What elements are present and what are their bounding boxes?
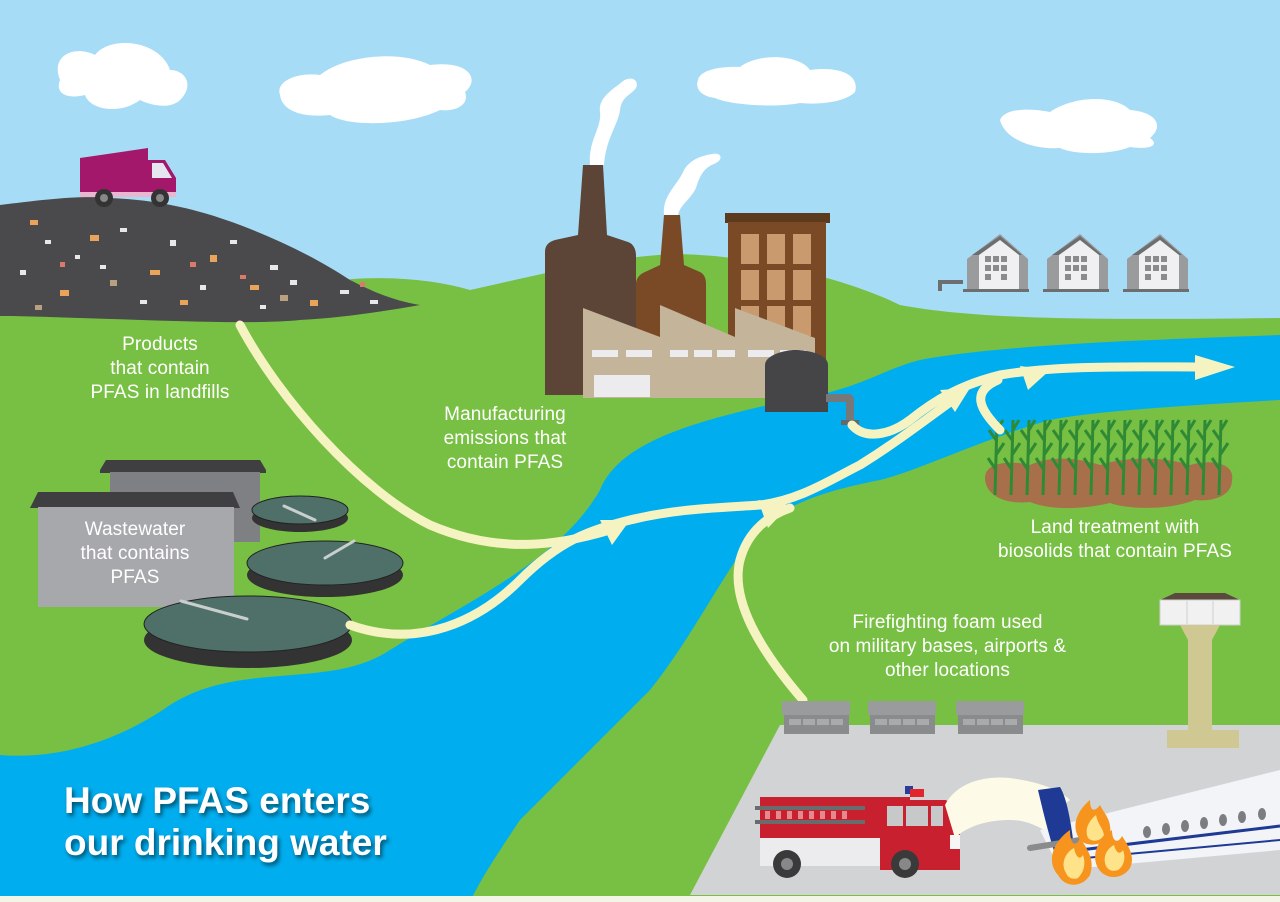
manufacturing-label-line: Manufacturing <box>444 404 566 425</box>
fire-truck-icon <box>755 786 960 878</box>
crop-stalk <box>1210 419 1230 496</box>
manufacturing-label: Manufacturing emissions that contain PFA… <box>405 403 605 475</box>
crop-stalk <box>1066 419 1086 496</box>
crop-stalk <box>1082 419 1102 496</box>
crop-stalk <box>1002 419 1022 496</box>
cloud-icon <box>1000 98 1158 154</box>
crop-stalk <box>1146 419 1166 496</box>
wastewater-label: Wastewater that contains PFAS <box>40 518 230 590</box>
landfill-label-line: PFAS in landfills <box>90 382 230 403</box>
crop-stalk <box>1130 419 1150 496</box>
landfill-label: Products that contain PFAS in landfills <box>30 333 290 405</box>
crop-stalk <box>1114 419 1134 496</box>
bottom-border <box>0 896 1280 902</box>
crop-stalk <box>1194 419 1214 496</box>
page-title-line: our drinking water <box>64 822 387 863</box>
wastewater-label-line: that contains <box>80 543 190 564</box>
arrowhead-icon <box>600 355 1235 545</box>
cloud-icon <box>697 57 856 106</box>
flow-arrow-icon <box>235 320 1215 705</box>
manufacturing-label-line: emissions that <box>443 428 567 449</box>
crop-field-icon <box>985 419 1233 509</box>
wastewater-label-line: Wastewater <box>84 519 186 540</box>
firefighting-label-line: Firefighting foam used <box>852 612 1043 633</box>
crop-stalk <box>1162 419 1182 496</box>
landfill-icon <box>0 197 420 323</box>
firefighting-label-line: other locations <box>884 660 1011 681</box>
crop-stalk <box>1178 419 1198 496</box>
page-title: How PFAS enters our drinking water <box>64 780 387 864</box>
cloud-icon <box>279 56 472 124</box>
factory-icon <box>545 78 859 425</box>
wastewater-label-line: PFAS <box>110 567 160 588</box>
biosolids-label: Land treatment with biosolids that conta… <box>955 516 1275 564</box>
firefighting-label-line: on military bases, airports & <box>828 636 1067 657</box>
cloud-icon <box>57 43 188 110</box>
crop-stalk <box>986 419 1006 496</box>
hangar-icon <box>782 701 1024 734</box>
landfill-label-line: Products <box>122 334 198 355</box>
landfill-label-line: that contain <box>110 358 210 379</box>
firefighting-label: Firefighting foam used on military bases… <box>775 611 1120 683</box>
biosolids-label-line: Land treatment with <box>1030 517 1200 538</box>
wastewater-treatment-icon <box>30 460 404 668</box>
houses-icon <box>938 234 1189 292</box>
crop-stalk <box>1034 419 1054 496</box>
control-tower-icon <box>1159 593 1241 748</box>
crop-stalk <box>1098 419 1118 496</box>
crop-stalk <box>1018 419 1038 496</box>
fire-icon <box>1051 800 1133 885</box>
river <box>0 335 1280 902</box>
manufacturing-label-line: contain PFAS <box>446 452 564 473</box>
biosolids-label-line: biosolids that contain PFAS <box>997 541 1232 562</box>
crop-stalk <box>1050 419 1070 496</box>
garbage-truck-icon <box>80 148 176 207</box>
page-title-line: How PFAS enters <box>64 780 371 821</box>
